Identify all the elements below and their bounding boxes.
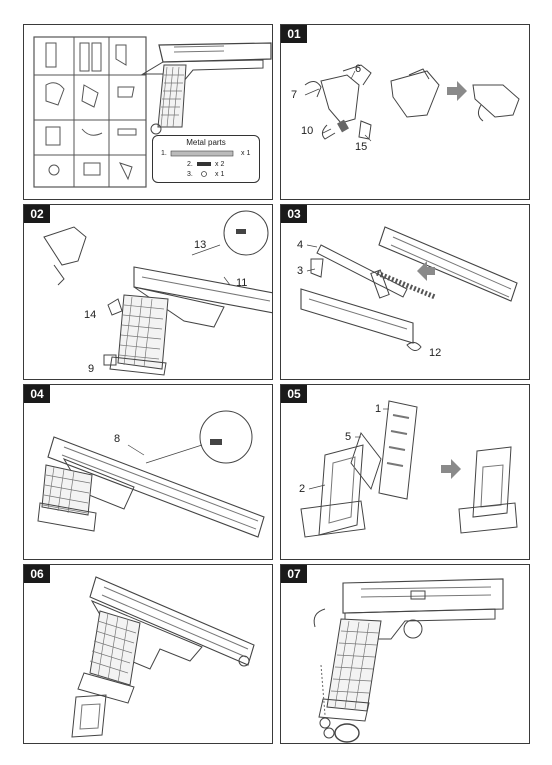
callout-part: 7 xyxy=(291,89,298,101)
step-04-illustration xyxy=(37,410,265,538)
step-05-illustration xyxy=(300,400,518,538)
metal-part-1-qty: x 1 xyxy=(241,150,251,157)
step-03-illustration xyxy=(300,226,518,351)
sprue-illustration xyxy=(33,36,272,188)
callout-part: 2 xyxy=(299,483,306,495)
step-badge: 07 xyxy=(281,565,307,583)
arrow-icon xyxy=(441,459,461,479)
step-badge: 03 xyxy=(281,205,307,223)
callout-part: 9 xyxy=(88,363,95,375)
step-badge: 06 xyxy=(24,565,50,583)
arrow-icon xyxy=(447,81,467,101)
step-01-illustration xyxy=(304,64,520,142)
callout-part: 6 xyxy=(355,63,362,75)
callout-part: 4 xyxy=(297,239,304,251)
callout-part: 5 xyxy=(345,431,352,443)
metal-parts-legend: Metal parts 1. x 1 2. x 2 3. x 1 xyxy=(152,135,260,183)
panel-step-05: 05 1 5 2 xyxy=(280,384,530,560)
step-07-illustration xyxy=(313,578,504,743)
panel-step-06: 06 xyxy=(23,564,273,744)
step-badge: 01 xyxy=(281,25,307,43)
metal-part-2-index: 2. xyxy=(187,161,193,168)
metal-parts-icons xyxy=(170,150,234,177)
callout-part: 15 xyxy=(355,141,368,153)
metal-parts-title: Metal parts xyxy=(186,138,226,147)
step-06-illustration xyxy=(71,576,255,738)
metal-part-2-qty: x 2 xyxy=(215,161,225,168)
callout-part: 8 xyxy=(114,433,121,445)
panel-step-01: 01 7 6 10 15 xyxy=(280,24,530,200)
metal-part-1-index: 1. xyxy=(161,150,167,157)
step-badge: 04 xyxy=(24,385,50,403)
metal-part-3-index: 3. xyxy=(187,171,193,178)
callout-part: 13 xyxy=(194,239,207,251)
callout-part: 10 xyxy=(301,125,314,137)
panel-step-02: 02 13 11 14 9 xyxy=(23,204,273,380)
panel-step-04: 04 8 xyxy=(23,384,273,560)
step-02-illustration xyxy=(43,210,272,376)
callout-part: 12 xyxy=(429,347,442,359)
step-badge: 05 xyxy=(281,385,307,403)
arrow-icon xyxy=(417,261,435,281)
panel-step-03: 03 4 3 12 xyxy=(280,204,530,380)
callout-part: 1 xyxy=(375,403,382,415)
metal-part-3-qty: x 1 xyxy=(215,171,225,178)
panel-parts-overview: Metal parts 1. x 1 2. x 2 3. x 1 xyxy=(23,24,273,200)
callout-part: 11 xyxy=(236,277,248,289)
callout-part: 14 xyxy=(84,309,97,321)
panel-step-07: 07 xyxy=(280,564,530,744)
step-badge: 02 xyxy=(24,205,50,223)
callout-part: 3 xyxy=(297,265,304,277)
